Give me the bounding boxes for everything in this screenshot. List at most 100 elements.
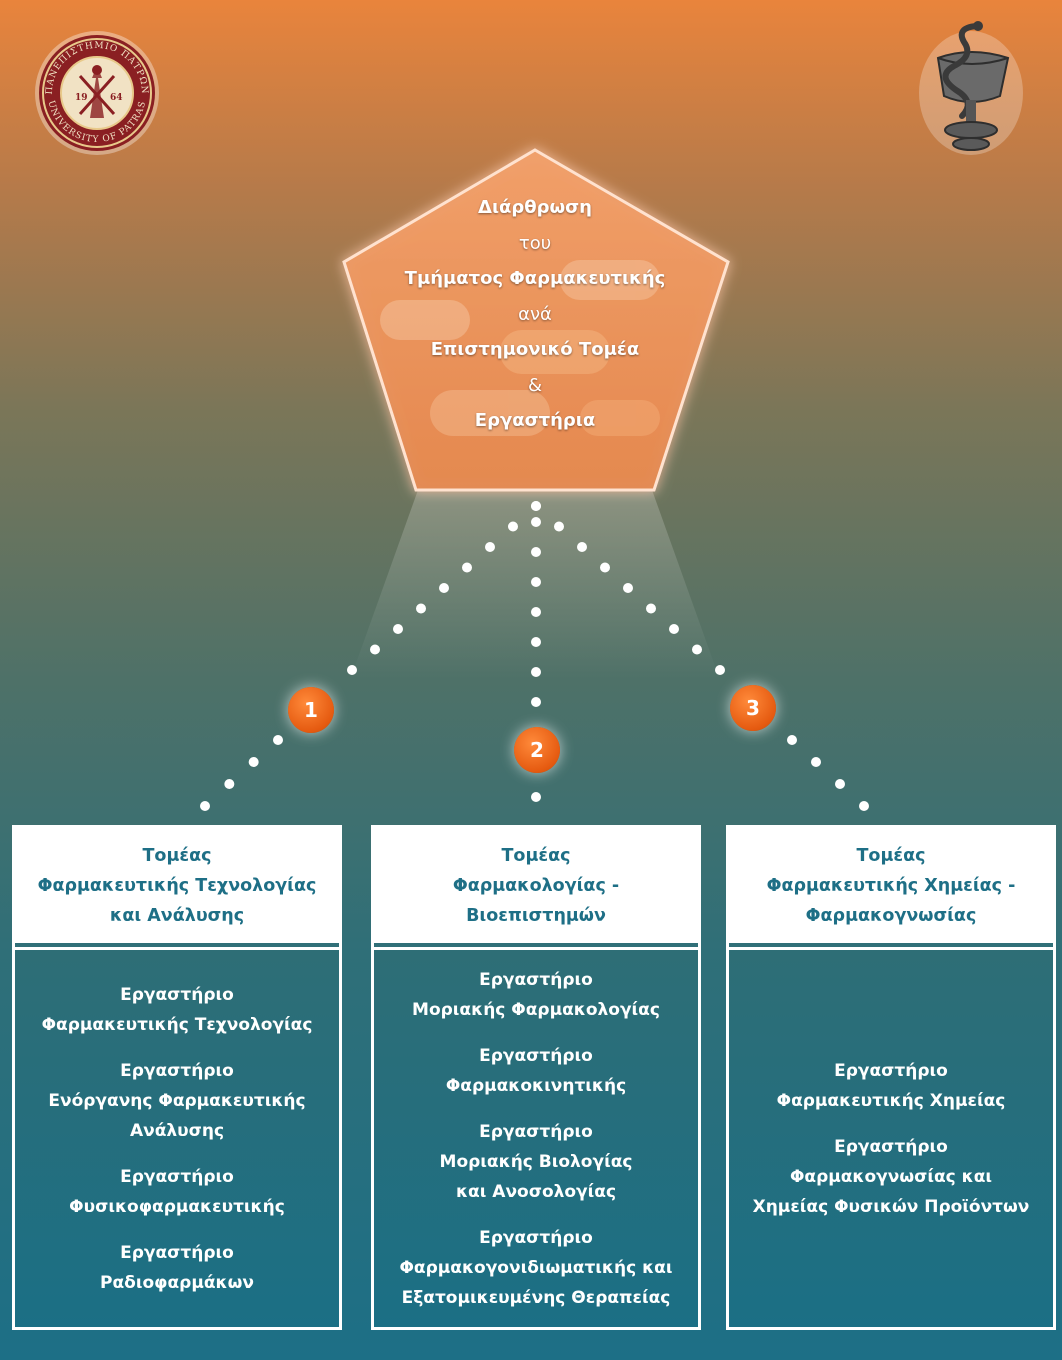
lab-line: Εργαστήριο (479, 1121, 593, 1142)
lab-item: Εργαστήριο Μοριακής Φαρμακολογίας (412, 965, 660, 1025)
sector-heading-line: και Ανάλυσης (109, 905, 245, 926)
lab-line: Εξατομικευμένης Θεραπείας (401, 1287, 671, 1308)
connector-dot (531, 667, 541, 677)
connector-dot (439, 583, 449, 593)
connector-dot (416, 603, 426, 614)
connector-dot (554, 521, 564, 532)
connector-dot (531, 517, 541, 527)
connector-dot (224, 779, 235, 789)
sector-heading-line: Βιοεπιστημών (466, 905, 606, 926)
lab-line: Φαρμακευτικής Τεχνολογίας (41, 1014, 313, 1035)
sector-marker-1: 1 (288, 687, 334, 733)
connector-dot (200, 801, 210, 811)
lab-line: Εργαστήριο (479, 969, 593, 990)
title-line: & (527, 374, 543, 396)
connector-dot (462, 562, 472, 573)
lab-item: Εργαστήριο Μοριακής Βιολογίας και Ανοσολ… (440, 1117, 633, 1207)
lab-line: Χημείας Φυσικών Προϊόντων (752, 1196, 1030, 1217)
connector-dot (393, 624, 403, 634)
diagram-title: Διάρθρωση του Τμήματος Φαρμακευτικής ανά… (345, 190, 725, 439)
lab-line: Ενόργανης Φαρμακευτικής (48, 1090, 306, 1111)
sector-heading: Τομέας Φαρμακευτικής Τεχνολογίας και Ανά… (15, 828, 339, 943)
connector-dot (370, 644, 380, 655)
connector-dot (835, 779, 845, 789)
connector-dot (623, 583, 633, 593)
lab-line: Εργαστήριο (120, 1060, 234, 1081)
lab-line: Φαρμακογονιδιωματικής και (399, 1257, 673, 1278)
connector-dot (859, 801, 869, 811)
connector-dots (200, 501, 869, 811)
lab-line: Εργαστήριο (479, 1227, 593, 1248)
connector-dot (531, 697, 541, 707)
connector-dot (347, 665, 357, 675)
connector-dot (531, 607, 541, 617)
lab-item: Εργαστήριο Ενόργανης Φαρμακευτικής Ανάλυ… (48, 1056, 305, 1146)
pills-texture (380, 260, 660, 436)
lab-line: Εργαστήριο (120, 1166, 234, 1187)
connector-dot (508, 521, 518, 532)
lab-item: Εργαστήριο Φαρμακογνωσίας και Χημείας Φυ… (753, 1132, 1030, 1222)
lab-line: Ραδιοφαρμάκων (100, 1272, 254, 1293)
sector-heading: Τομέας Φαρμακευτικής Χημείας - Φαρμακογν… (729, 828, 1053, 943)
connector-dot (531, 547, 541, 557)
lab-line: Μοριακής Βιολογίας (439, 1151, 633, 1172)
connector-dot (600, 562, 610, 573)
sector-heading-line: Φαρμακογνωσίας (805, 905, 977, 926)
sector-heading-line: Τομέας (501, 845, 571, 866)
connector-dot (577, 542, 587, 552)
lab-line: Εργαστήριο (120, 984, 234, 1005)
sector-heading-line: Τομέας (142, 845, 212, 866)
lab-line: Φαρμακευτικής Χημείας (776, 1090, 1006, 1111)
lab-list: Εργαστήριο Φαρμακευτικής Χημείας Εργαστή… (729, 947, 1053, 1327)
lab-list: Εργαστήριο Φαρμακευτικής Τεχνολογίας Εργ… (15, 947, 339, 1327)
title-line: ανά (518, 303, 552, 325)
connector-dot (531, 501, 541, 511)
sector-column-1: Τομέας Φαρμακευτικής Τεχνολογίας και Ανά… (12, 825, 342, 1330)
connector-dot (669, 624, 679, 634)
connector-dot (531, 792, 541, 802)
sector-heading-line: Τομέας (856, 845, 926, 866)
connector-dot (715, 665, 725, 675)
lab-line: Εργαστήριο (834, 1136, 948, 1157)
connector-dot (692, 644, 702, 655)
sector-heading: Τομέας Φαρμακολογίας - Βιοεπιστημών (374, 828, 698, 943)
lab-line: Ανάλυσης (129, 1120, 225, 1141)
title-line: Επιστημονικό Τομέα (430, 339, 640, 360)
title-line: του (518, 232, 552, 254)
lab-line: Εργαστήριο (479, 1045, 593, 1066)
connector-dot (811, 757, 821, 767)
title-line: Τμήματος Φαρμακευτικής (404, 268, 666, 289)
lab-item: Εργαστήριο Φαρμακευτικής Χημείας (777, 1056, 1006, 1116)
lab-line: Φυσικοφαρμακευτικής (69, 1196, 285, 1217)
lab-line: Φαρμακογνωσίας και (789, 1166, 993, 1187)
sector-marker-2: 2 (514, 727, 560, 773)
connector-dot (485, 542, 495, 552)
lab-item: Εργαστήριο Φαρμακοκινητικής (446, 1041, 626, 1101)
lab-item: Εργαστήριο Φαρμακογονιδιωματικής και Εξα… (399, 1223, 672, 1313)
connector-dot (531, 577, 541, 587)
lab-line: Μοριακής Φαρμακολογίας (412, 999, 660, 1020)
lab-item: Εργαστήριο Φυσικοφαρμακευτικής (69, 1162, 285, 1222)
lab-line: και Ανοσολογίας (455, 1181, 617, 1202)
lab-line: Εργαστήριο (120, 1242, 234, 1263)
connector-dot (646, 603, 656, 614)
sector-marker-3: 3 (730, 685, 776, 731)
sector-heading-line: Φαρμακολογίας - (452, 875, 620, 896)
sector-heading-line: Φαρμακευτικής Τεχνολογίας (37, 875, 317, 896)
lab-item: Εργαστήριο Φαρμακευτικής Τεχνολογίας (42, 980, 313, 1040)
title-line: Εργαστήρια (474, 410, 596, 431)
lab-line: Φαρμακοκινητικής (445, 1075, 627, 1096)
title-pentagon (342, 148, 730, 492)
connector-dot (248, 757, 259, 767)
connector-dot (531, 637, 541, 647)
university-seal-icon: ΠΑΝΕΠΙΣΤΗΜΙΟ ΠΑΤΡΩΝ UNIVERSITY OF PATRAS… (35, 31, 159, 155)
seal-year-left: 19 (75, 93, 88, 103)
sector-column-2: Τομέας Φαρμακολογίας - Βιοεπιστημών Εργα… (371, 825, 701, 1330)
connector-dot (273, 735, 283, 745)
title-line: Διάρθρωση (478, 197, 592, 218)
seal-year-right: 64 (110, 93, 123, 103)
sector-column-3: Τομέας Φαρμακευτικής Χημείας - Φαρμακογν… (726, 825, 1056, 1330)
connector-dot (787, 735, 797, 745)
